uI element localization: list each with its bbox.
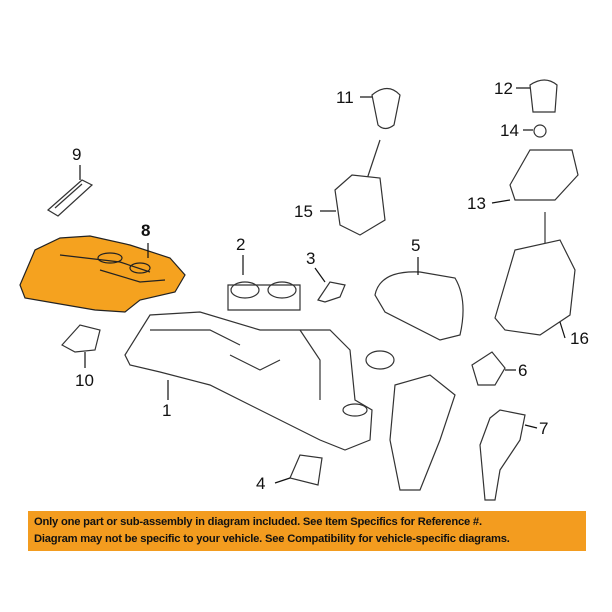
part-1-console xyxy=(124,311,373,451)
part-12-shift-knob xyxy=(529,79,558,113)
cup-insert xyxy=(365,350,395,370)
callout-2: 2 xyxy=(236,235,246,254)
part-11-shift-knob xyxy=(371,87,401,130)
part-2-cupholder xyxy=(227,281,301,311)
part-7-panel xyxy=(479,409,526,501)
callout-5: 5 xyxy=(411,236,421,255)
callout-8: 8 xyxy=(141,221,151,240)
callout-9: 9 xyxy=(72,145,82,164)
part-3-clip xyxy=(317,281,346,303)
part-16-shifter-assembly xyxy=(494,212,576,336)
disclaimer-line-1: Only one part or sub-assembly in diagram… xyxy=(34,516,482,528)
callout-10: 10 xyxy=(75,371,94,390)
part-14-ring xyxy=(533,124,547,138)
part-10 xyxy=(61,324,101,353)
part-5-armrest xyxy=(374,271,464,341)
callout-14: 14 xyxy=(500,121,519,140)
callout-13: 13 xyxy=(467,194,486,213)
part-8-highlighted xyxy=(19,235,186,313)
leader-lines xyxy=(79,87,566,484)
part-13-bezel xyxy=(509,149,579,201)
callout-15: 15 xyxy=(294,202,313,221)
disclaimer-banner: Only one part or sub-assembly in diagram… xyxy=(28,511,586,551)
callout-16: 16 xyxy=(570,329,589,348)
part-9-trim-strip xyxy=(46,179,94,217)
callout-12: 12 xyxy=(494,79,513,98)
part-4 xyxy=(289,454,323,486)
callout-1: 1 xyxy=(162,401,172,420)
callout-3: 3 xyxy=(306,249,316,268)
part-15-shifter xyxy=(334,139,386,236)
part-6 xyxy=(471,351,506,386)
callout-6: 6 xyxy=(518,361,528,380)
callout-4: 4 xyxy=(256,474,266,493)
console-insert xyxy=(389,374,456,491)
disclaimer-line-2: Diagram may not be specific to your vehi… xyxy=(34,533,510,545)
callout-7: 7 xyxy=(539,419,549,438)
callout-11: 11 xyxy=(336,88,354,107)
